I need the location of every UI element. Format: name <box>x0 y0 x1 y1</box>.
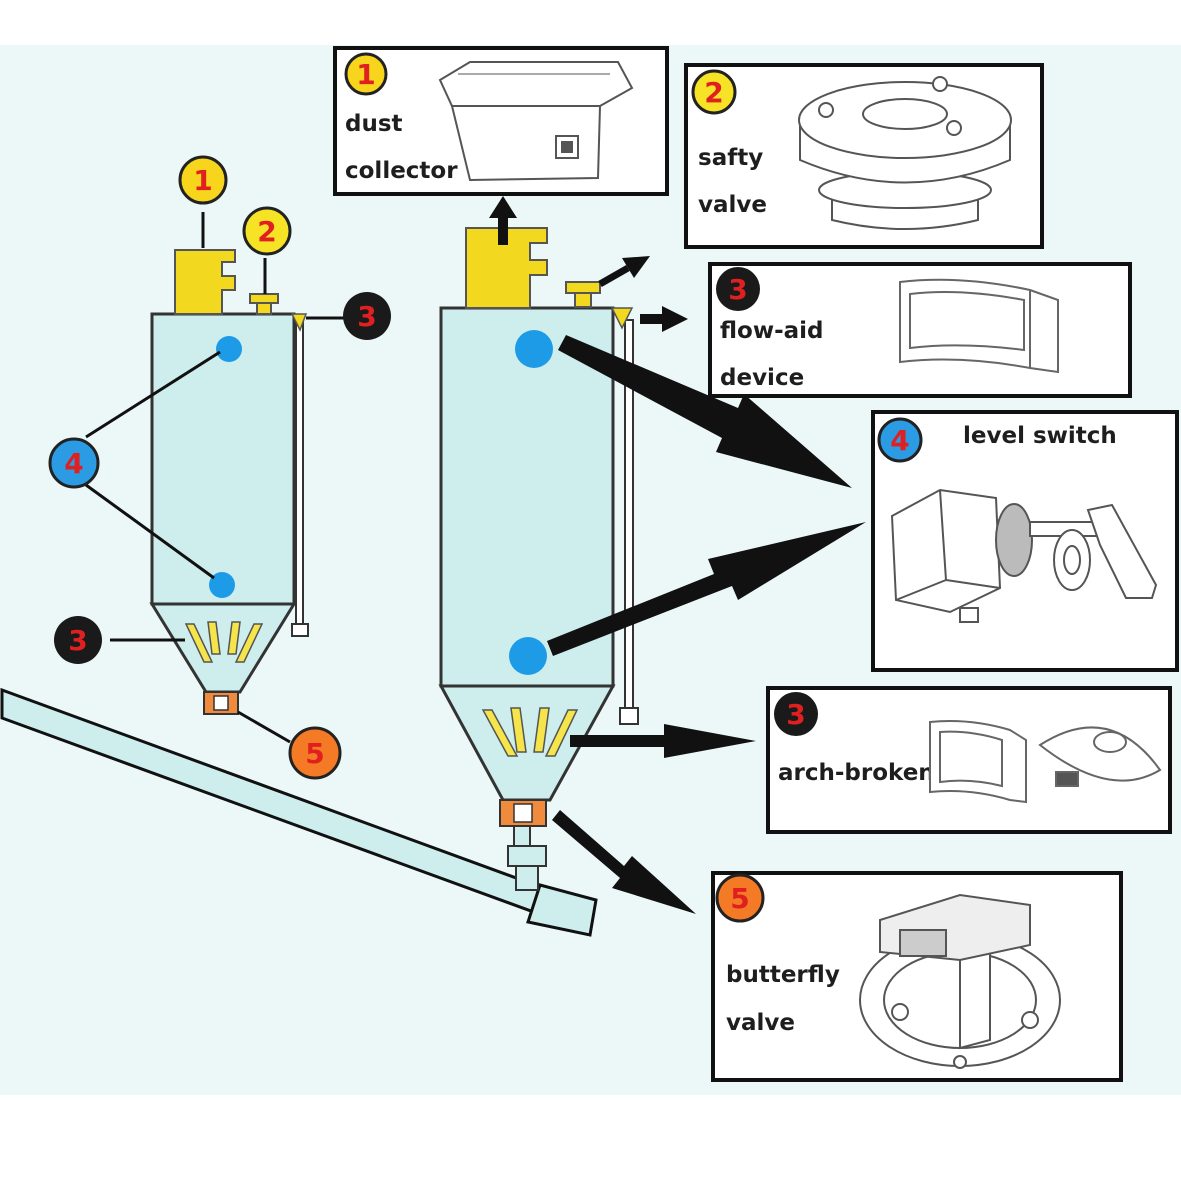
arrow-to-safety-valve <box>598 264 630 288</box>
right-silo <box>438 227 639 891</box>
left-marker-3-top: 3 <box>343 292 391 340</box>
left-marker-1: 1 <box>178 155 228 205</box>
arrow-to-dust-collector <box>498 215 508 245</box>
left-marker-3-bottom: 3 <box>54 616 102 664</box>
callout-dust-collector: 1 dust collector <box>333 46 669 196</box>
left-marker-1-number: 1 <box>193 164 212 197</box>
left-marker-2-number: 2 <box>257 215 276 248</box>
right-level-switch-dot-top <box>515 330 553 368</box>
callout-butterfly-valve-label-line2: valve <box>726 1010 795 1036</box>
level-switch-illustration <box>890 488 1158 623</box>
callout-dust-collector-number: 1 <box>356 58 375 91</box>
right-dust-collector <box>465 227 548 309</box>
arrow-to-level-switch-top <box>558 335 852 488</box>
callout-safety-valve-number: 2 <box>704 76 723 109</box>
right-flow-aid-slats <box>481 707 579 757</box>
right-tank-body <box>439 306 615 688</box>
arrow-to-arch-broken <box>570 735 670 747</box>
left-dust-collector <box>174 249 236 315</box>
callout-flow-aid-device-label-line1: flow-aid <box>720 318 824 344</box>
callout-flow-aid-device: 3 flow-aid device <box>708 262 1132 398</box>
left-flow-aid-slats <box>184 621 264 663</box>
left-marker-4: 4 <box>48 437 100 489</box>
arch-broken-illustration <box>929 720 1162 804</box>
safety-valve-illustration <box>798 76 1012 230</box>
callout-arrows <box>489 196 866 914</box>
callout-arch-broken-number: 3 <box>786 698 805 731</box>
callout-dust-collector-label-line2: collector <box>345 158 458 184</box>
left-silo <box>0 212 598 937</box>
butterfly-valve-illustration <box>859 893 1061 1069</box>
callout-arch-broken-label: arch-broken <box>778 760 935 786</box>
callout-level-switch-label: level switch <box>963 423 1117 449</box>
callout-safety-valve-label-line2: valve <box>698 192 767 218</box>
left-level-switch-dot-top <box>216 336 242 362</box>
callout-butterfly-valve: 5 butterfly valve <box>711 871 1123 1082</box>
arrow-to-butterfly-valve <box>552 810 696 914</box>
flow-aid-device-illustration <box>899 278 1059 374</box>
callout-safety-valve: 2 safty valve <box>684 63 1044 249</box>
callout-level-switch-number: 4 <box>890 424 909 457</box>
callout-level-switch: 4 level switch <box>871 410 1179 672</box>
left-marker-3-bottom-number: 3 <box>68 624 87 657</box>
left-level-switch-dot-bottom <box>209 572 235 598</box>
callout-flow-aid-device-label-line2: device <box>720 365 804 391</box>
side-rod <box>295 317 304 629</box>
callout-butterfly-valve-label-line1: butterfly <box>726 962 840 988</box>
callout-butterfly-valve-number: 5 <box>730 882 749 915</box>
left-tank-body <box>150 312 296 606</box>
left-marker-5-number: 5 <box>305 737 324 770</box>
left-marker-2: 2 <box>242 206 292 256</box>
arrow-to-level-switch-bottom <box>547 522 866 656</box>
callout-safety-valve-label-line1: safty <box>698 145 763 171</box>
callout-flow-aid-device-number: 3 <box>728 273 747 306</box>
conveyor-pipe <box>0 687 598 937</box>
callout-dust-collector-label-line1: dust <box>345 111 403 137</box>
right-level-switch-dot-bottom <box>509 637 547 675</box>
left-marker-3-top-number: 3 <box>357 300 376 333</box>
dust-collector-illustration <box>438 61 634 182</box>
left-marker-4-number: 4 <box>64 447 83 480</box>
left-marker-5: 5 <box>288 726 342 780</box>
arrow-to-flow-aid <box>640 314 664 324</box>
callout-arch-broken: 3 arch-broken <box>766 686 1172 834</box>
